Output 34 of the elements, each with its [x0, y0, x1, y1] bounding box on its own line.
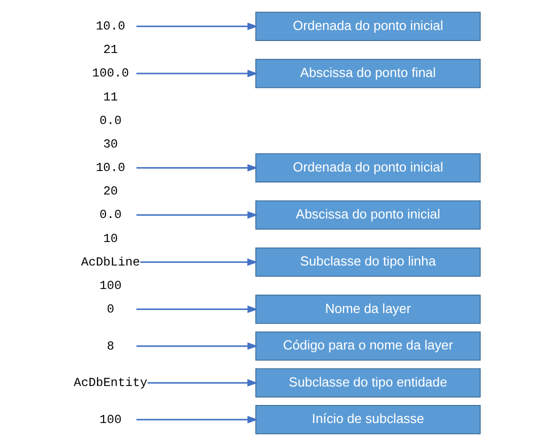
node-text: 0	[106, 302, 114, 316]
node-box: Nome da layer	[254, 294, 480, 324]
arrow	[136, 211, 258, 219]
node-text: 100	[99, 412, 122, 427]
label: 10	[102, 232, 118, 246]
node-text: AcDbEntity	[73, 376, 147, 390]
arrow	[136, 22, 258, 30]
arrow	[147, 379, 258, 387]
node-box: Início de subclasse	[254, 405, 480, 434]
node-text: 0.0	[99, 208, 122, 222]
label: 11	[102, 90, 118, 104]
node-box: Subclasse do tipo linha	[254, 248, 480, 277]
label: 21	[102, 43, 118, 58]
node-text: 100.0	[92, 66, 128, 81]
node-text: 8	[106, 339, 114, 354]
node-box: Abscissa do ponto final	[254, 58, 480, 88]
arrow	[136, 416, 258, 424]
node-text: 10.0	[95, 20, 125, 34]
arrow	[136, 70, 258, 78]
arrow	[136, 164, 258, 172]
label: 20	[102, 184, 118, 199]
node-text: AcDbLine	[80, 255, 140, 270]
node-box: Ordenada do ponto inicial	[254, 153, 480, 182]
node-box: Subclasse do tipo entidade	[254, 368, 480, 398]
label: 30	[102, 137, 118, 152]
label: 100	[99, 278, 122, 293]
arrow	[136, 306, 258, 313]
arrow	[140, 258, 258, 266]
node-box: Código para o nome da layer	[254, 331, 480, 361]
node-box: Ordenada do ponto inicial	[254, 12, 480, 41]
node-box: Abscissa do ponto inicial	[254, 200, 480, 230]
label: 0.0	[99, 114, 122, 128]
arrow	[136, 342, 258, 350]
node-text: 10.0	[95, 161, 125, 176]
